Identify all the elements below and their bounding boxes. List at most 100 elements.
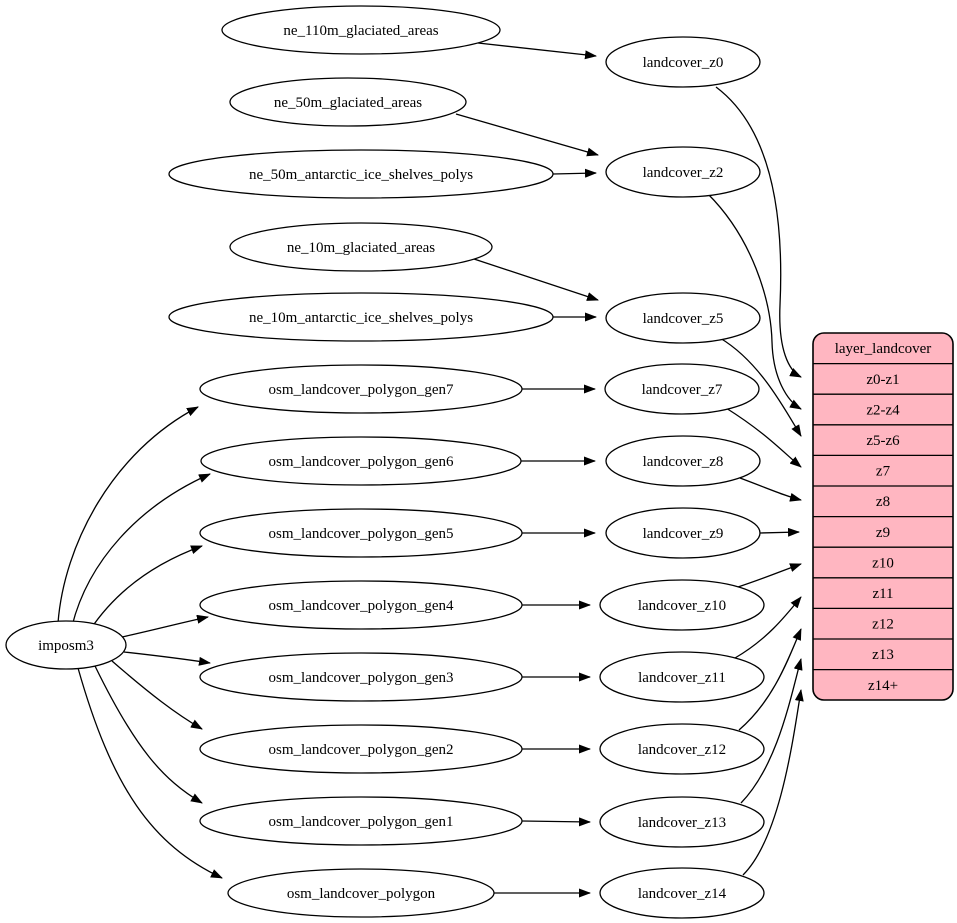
edge-imposm3-to-gen3 bbox=[123, 651, 211, 666]
node-landcover_z12: landcover_z12 bbox=[599, 723, 765, 775]
source-label: osm_landcover_polygon_gen6 bbox=[269, 454, 454, 470]
landcover-label: landcover_z13 bbox=[638, 815, 726, 831]
edge-imposm3-to-gen6 bbox=[71, 473, 211, 627]
landcover-ellipse bbox=[605, 435, 761, 487]
edge-z11-to-row-z11 bbox=[734, 596, 802, 659]
imposm3-ellipse bbox=[5, 620, 127, 670]
table-row-z8: z8 bbox=[876, 494, 890, 510]
source-label: ne_110m_glaciated_areas bbox=[283, 23, 438, 39]
edge-z2-to-row-z2-z4 bbox=[707, 193, 802, 410]
source-ellipse bbox=[199, 796, 523, 846]
source-label: ne_10m_antarctic_ice_shelves_polys bbox=[249, 310, 473, 326]
landcover-label: landcover_z11 bbox=[638, 670, 726, 686]
node-landcover_z0: landcover_z0 bbox=[605, 36, 761, 88]
node-landcover_z11: landcover_z11 bbox=[599, 651, 765, 703]
node-landcover_z8: landcover_z8 bbox=[605, 435, 761, 487]
edge-z8-to-row-z8 bbox=[739, 477, 802, 502]
table-row-z13: z13 bbox=[872, 647, 894, 663]
edge-imposm3-to-polygon bbox=[77, 667, 223, 879]
source-ellipse bbox=[168, 149, 554, 199]
node-landcover_z14: landcover_z14 bbox=[599, 867, 765, 919]
landcover-label: landcover_z5 bbox=[643, 311, 724, 327]
landcover-label: landcover_z10 bbox=[638, 598, 726, 614]
landcover-ellipse bbox=[599, 579, 765, 631]
landcover-ellipse bbox=[599, 723, 765, 775]
source-label: ne_50m_antarctic_ice_shelves_polys bbox=[249, 167, 473, 183]
source-ellipse bbox=[229, 77, 467, 127]
node-osm_landcover_polygon_gen5: osm_landcover_polygon_gen5 bbox=[199, 508, 523, 558]
landcover-label: landcover_z8 bbox=[643, 454, 724, 470]
edge-ne50m-glaciated-to-z2 bbox=[455, 113, 599, 157]
node-landcover_z10: landcover_z10 bbox=[599, 579, 765, 631]
node-osm_landcover_polygon_gen2: osm_landcover_polygon_gen2 bbox=[199, 724, 523, 774]
source-ellipse bbox=[221, 5, 501, 55]
node-osm_landcover_polygon_gen6: osm_landcover_polygon_gen6 bbox=[200, 436, 522, 486]
edge-gen1-to-z13 bbox=[521, 817, 591, 827]
table-row-z9: z9 bbox=[876, 525, 890, 541]
edge-z12-to-row-z12 bbox=[738, 628, 802, 731]
table-row-z0-z1: z0-z1 bbox=[866, 372, 899, 388]
landcover-label: landcover_z2 bbox=[643, 165, 724, 181]
landcover-ellipse bbox=[605, 36, 761, 88]
edge-z9-to-row-z9 bbox=[759, 527, 800, 537]
source-label: osm_landcover_polygon_gen2 bbox=[269, 742, 454, 758]
node-landcover_z5: landcover_z5 bbox=[605, 292, 761, 344]
landcover-label: landcover_z12 bbox=[638, 742, 726, 758]
node-ne_10m_antarctic_ice_shelves_polys: ne_10m_antarctic_ice_shelves_polys bbox=[168, 292, 554, 342]
node-landcover_z2: landcover_z2 bbox=[605, 146, 761, 198]
source-ellipse bbox=[229, 222, 493, 272]
node-landcover_z13: landcover_z13 bbox=[599, 796, 765, 848]
source-label: osm_landcover_polygon_gen4 bbox=[269, 598, 454, 614]
node-osm_landcover_polygon_gen4: osm_landcover_polygon_gen4 bbox=[199, 580, 523, 630]
edge-imposm3-to-gen4 bbox=[121, 614, 209, 638]
table-row-z12: z12 bbox=[872, 617, 894, 633]
node-osm_landcover_polygon_gen3: osm_landcover_polygon_gen3 bbox=[199, 652, 523, 702]
edge-z5-to-row-z5-z6 bbox=[719, 337, 802, 437]
edge-imposm3-to-gen5 bbox=[89, 545, 203, 631]
landcover-label: landcover_z7 bbox=[642, 382, 723, 398]
node-landcover_z9: landcover_z9 bbox=[605, 507, 761, 559]
source-label: ne_10m_glaciated_areas bbox=[287, 240, 435, 256]
landcover-ellipse bbox=[599, 796, 765, 848]
edge-z13-to-row-z13 bbox=[740, 658, 803, 804]
edge-z0-to-row-z0-z1 bbox=[715, 86, 802, 378]
landcover-label: landcover_z0 bbox=[643, 55, 724, 71]
edge-ne50m-antarctic-to-z2 bbox=[552, 168, 597, 178]
source-label: osm_landcover_polygon_gen1 bbox=[269, 814, 454, 830]
landcover-ellipse bbox=[605, 507, 761, 559]
node-osm_landcover_polygon: osm_landcover_polygon bbox=[227, 868, 495, 918]
node-imposm3: imposm3 bbox=[5, 620, 127, 670]
landcover-label: landcover_z14 bbox=[638, 886, 727, 902]
imposm3-label: imposm3 bbox=[38, 638, 94, 654]
table-title: layer_landcover bbox=[835, 341, 932, 357]
node-landcover_z7: landcover_z7 bbox=[604, 363, 760, 415]
edge-imposm3-to-gen1 bbox=[94, 665, 203, 804]
node-ne_50m_antarctic_ice_shelves_polys: ne_50m_antarctic_ice_shelves_polys bbox=[168, 149, 554, 199]
landcover-ellipse bbox=[604, 363, 760, 415]
table-layer_landcover: layer_landcover z0-z1 z2-z4 z5-z6 z7 z8 … bbox=[812, 332, 954, 701]
source-label: osm_landcover_polygon_gen3 bbox=[269, 670, 454, 686]
source-ellipse bbox=[168, 292, 554, 342]
edge-ne110m-to-z0 bbox=[477, 42, 597, 60]
edge-imposm3-to-gen2 bbox=[111, 660, 203, 730]
node-osm_landcover_polygon_gen1: osm_landcover_polygon_gen1 bbox=[199, 796, 523, 846]
node-ne_110m_glaciated_areas: ne_110m_glaciated_areas bbox=[221, 5, 501, 55]
node-osm_landcover_polygon_gen7: osm_landcover_polygon_gen7 bbox=[199, 364, 523, 414]
edge-z10-to-row-z10 bbox=[737, 563, 802, 588]
table-row-z10: z10 bbox=[872, 555, 894, 571]
source-ellipse bbox=[199, 580, 523, 630]
source-ellipse bbox=[200, 436, 522, 486]
source-ellipse bbox=[199, 508, 523, 558]
source-ellipse bbox=[199, 724, 523, 774]
source-label: ne_50m_glaciated_areas bbox=[274, 95, 422, 111]
edge-imposm3-to-gen7 bbox=[57, 406, 199, 624]
table-row-z5-z6: z5-z6 bbox=[866, 433, 900, 449]
source-ellipse bbox=[227, 868, 495, 918]
source-label: osm_landcover_polygon_gen7 bbox=[269, 382, 454, 398]
edge-z14-to-row-z14plus bbox=[742, 689, 804, 876]
node-ne_50m_glaciated_areas: ne_50m_glaciated_areas bbox=[229, 77, 467, 127]
landcover-ellipse bbox=[599, 651, 765, 703]
landcover-label: landcover_z9 bbox=[643, 526, 724, 542]
